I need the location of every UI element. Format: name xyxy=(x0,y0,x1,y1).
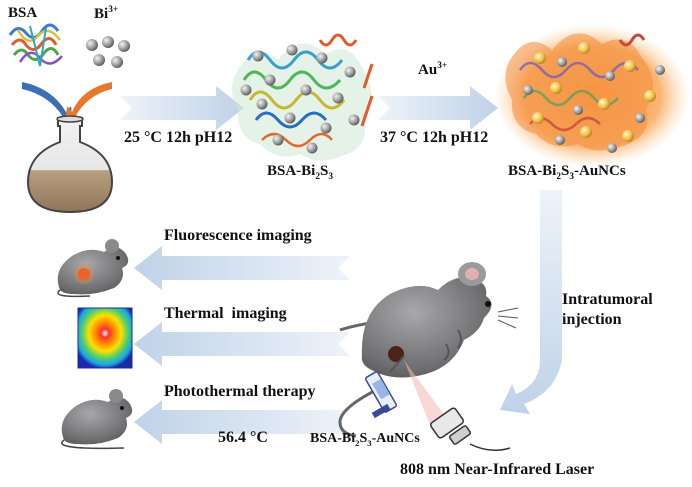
bi-ion-label: Bi3+ xyxy=(94,6,118,22)
injection-route-arrow xyxy=(500,190,562,414)
step1-condition: 25 °C 12h pH12 xyxy=(124,130,232,146)
bsa-bi2s3-label: BSA-Bi2S3 xyxy=(267,164,333,182)
injected-agent-label: BSA-Bi2S3-AuNCs xyxy=(310,432,420,447)
thermal-image-icon xyxy=(78,308,132,368)
laser-label: 808 nm Near-Infrared Laser xyxy=(400,462,594,478)
product-label: BSA-Bi2S3-AuNCs xyxy=(508,164,626,182)
synthesis-arrow-2 xyxy=(378,86,498,130)
fluorescence-mouse-icon xyxy=(58,239,129,296)
intratumoral-label: Intratumoral xyxy=(562,292,653,308)
reaction-flask-icon xyxy=(28,116,112,212)
treated-mouse-icon xyxy=(62,389,133,448)
fluorescence-imaging-label: Fluorescence imaging xyxy=(164,228,312,244)
bsa-bi2s3-cluster-icon xyxy=(232,35,372,161)
step2-condition: 37 °C 12h pH12 xyxy=(380,130,488,146)
bismuth-ion-spheres xyxy=(86,36,130,68)
thermal-imaging-label: Thermal imaging xyxy=(164,306,287,322)
photothermal-therapy-label: Photothermal therapy xyxy=(164,384,316,400)
thermal-arrow xyxy=(134,322,350,366)
bsa-protein-icon xyxy=(10,25,62,66)
bsa-bi2s3-aunc-cluster-icon xyxy=(494,24,690,168)
fluorescence-arrow xyxy=(134,246,350,290)
injection-label: injection xyxy=(562,312,622,328)
temperature-label: 56.4 °C xyxy=(218,430,268,446)
bsa-label: BSA xyxy=(8,6,37,21)
au-ion-label: Au3+ xyxy=(418,62,447,78)
synthesis-arrow-1 xyxy=(120,86,244,130)
